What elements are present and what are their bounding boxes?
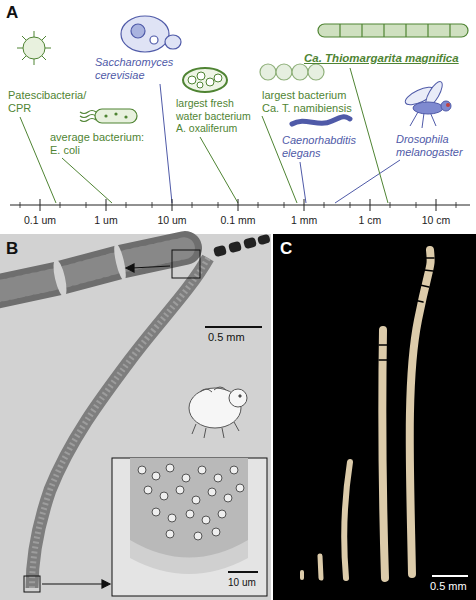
drosophila-icon [403, 79, 451, 128]
leader-lines [20, 68, 400, 203]
axis-tick-label: 0.1 um [24, 214, 56, 227]
panel-letter: A [6, 4, 18, 22]
scale-label: 10 um [228, 577, 256, 589]
panel-c-ground [273, 234, 476, 600]
scale-bar-c [432, 575, 468, 577]
scale-label: 0.5 mm [208, 331, 245, 344]
axis-tick-label: 1 um [94, 214, 117, 227]
organism-label: largest bacterium Ca. T. namibiensis [262, 89, 354, 115]
dark-segments [213, 234, 271, 258]
axis-tick-label: 1 mm [291, 214, 317, 227]
ecoli-icon [80, 109, 137, 123]
organism-label: Drosophila melanogaster [396, 133, 472, 159]
detail-inset [112, 458, 267, 596]
organism-label: Caenorhabditis elegans [282, 134, 362, 160]
oxaliferum-icon [183, 68, 227, 92]
axis-tick-label: 1 cm [359, 214, 382, 227]
inset-marker [172, 250, 200, 278]
size-axis [10, 199, 470, 211]
panel-letter: C [280, 240, 292, 258]
panel-letter: B [6, 240, 18, 258]
scale-bar-b [205, 327, 262, 328]
organism-label: average bacterium: E. coli [50, 131, 146, 157]
celegans-icon [292, 117, 350, 124]
thick-filament [0, 243, 185, 298]
inset-arrow-small [42, 580, 110, 588]
axis-tick-label: 10 cm [422, 214, 451, 227]
yeast-icon [121, 16, 181, 52]
tardigrade-sketch [189, 387, 247, 438]
organism-label: largest fresh water bacterium A. oxalife… [176, 97, 258, 135]
organism-label: Patescibacteria/ CPR [8, 89, 98, 115]
organism-label: Ca. Thiomargarita magnifica [304, 52, 459, 65]
magnifica-icon [318, 24, 468, 37]
scale-label: 0.5 mm [430, 580, 467, 593]
axis-tick-label: 10 um [157, 214, 186, 227]
inset-marker-small [24, 576, 40, 592]
namibiensis-icon [260, 64, 324, 80]
filaments-c [302, 250, 434, 578]
inset-arrow [126, 264, 170, 272]
patescibacteria-icon [17, 31, 51, 65]
axis-tick-label: 0.1 mm [220, 214, 255, 227]
organism-label: Saccharomyces cerevisiae [95, 56, 181, 82]
